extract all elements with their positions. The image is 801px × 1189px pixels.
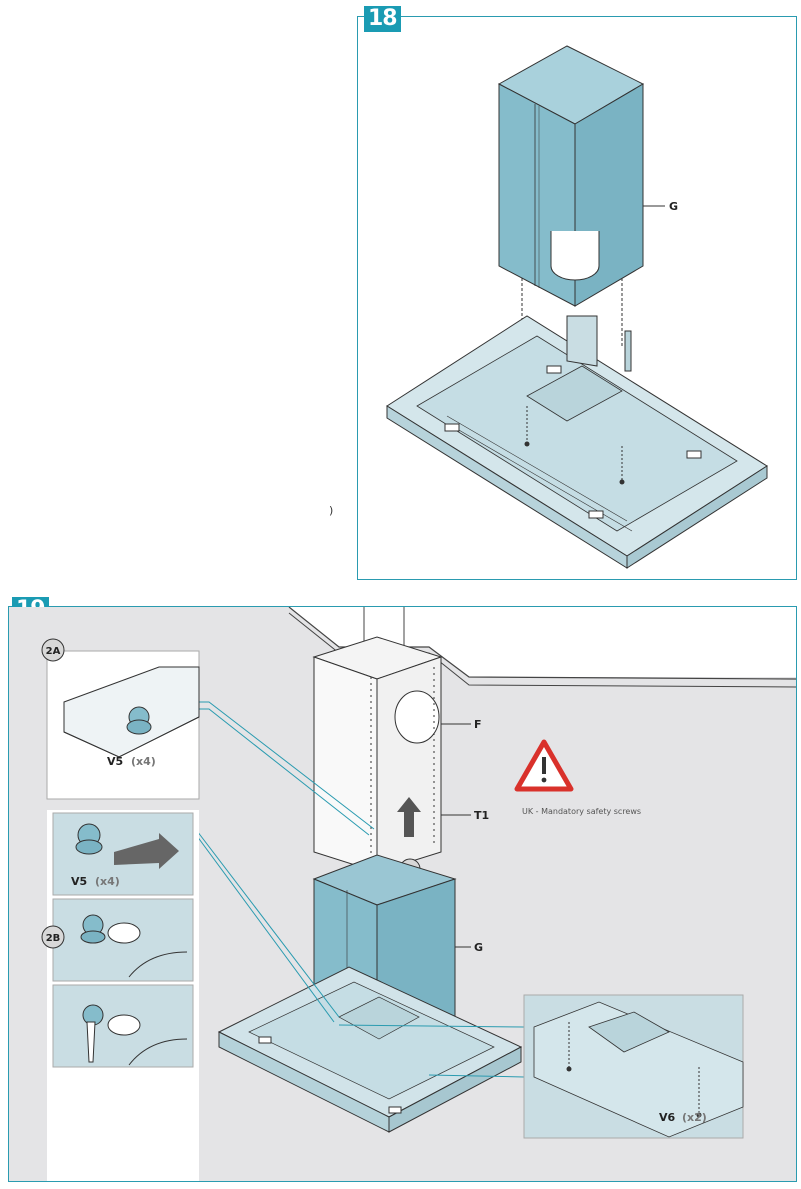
step-18-number: 18 [364, 6, 401, 32]
inner-frame-t1 [312, 636, 443, 873]
badge-2b: 2B [46, 933, 61, 944]
label-t1: T1 [474, 809, 489, 822]
detail-2b: V5 (x4) 2B [41, 810, 199, 1181]
badge-2a: 2A [46, 646, 61, 657]
v6-count: (x2) [682, 1111, 707, 1124]
v6-label: V6 [659, 1111, 676, 1124]
stray-mark: ) [329, 504, 334, 517]
hood-body-19 [217, 966, 523, 1133]
detail-v6: V6 (x2) [523, 994, 744, 1139]
label-g-19: G [474, 941, 483, 954]
v5-label-2a: V5 [107, 755, 123, 768]
v5-label-2b: V5 [71, 875, 87, 888]
step-18-frame [357, 16, 797, 580]
v5-count-2b: (x4) [95, 875, 120, 888]
label-f: F [474, 718, 482, 731]
detail-2a: V5 (x4) 2A [41, 638, 200, 800]
v5-count-2a: (x4) [131, 755, 156, 768]
warning-triangle-icon [514, 739, 574, 792]
step-18-illustration: G [386, 45, 768, 569]
step-18-label-g: G [669, 200, 678, 213]
step-19-frame [8, 606, 797, 1182]
duct-g [497, 45, 645, 307]
step-19-illustration: F T1 1 G V5 (x4) 2A [9, 607, 796, 1181]
hood-body [386, 315, 768, 569]
arrow-up-icon [397, 797, 421, 837]
warning-text: UK - Mandatory safety screws [522, 807, 641, 816]
